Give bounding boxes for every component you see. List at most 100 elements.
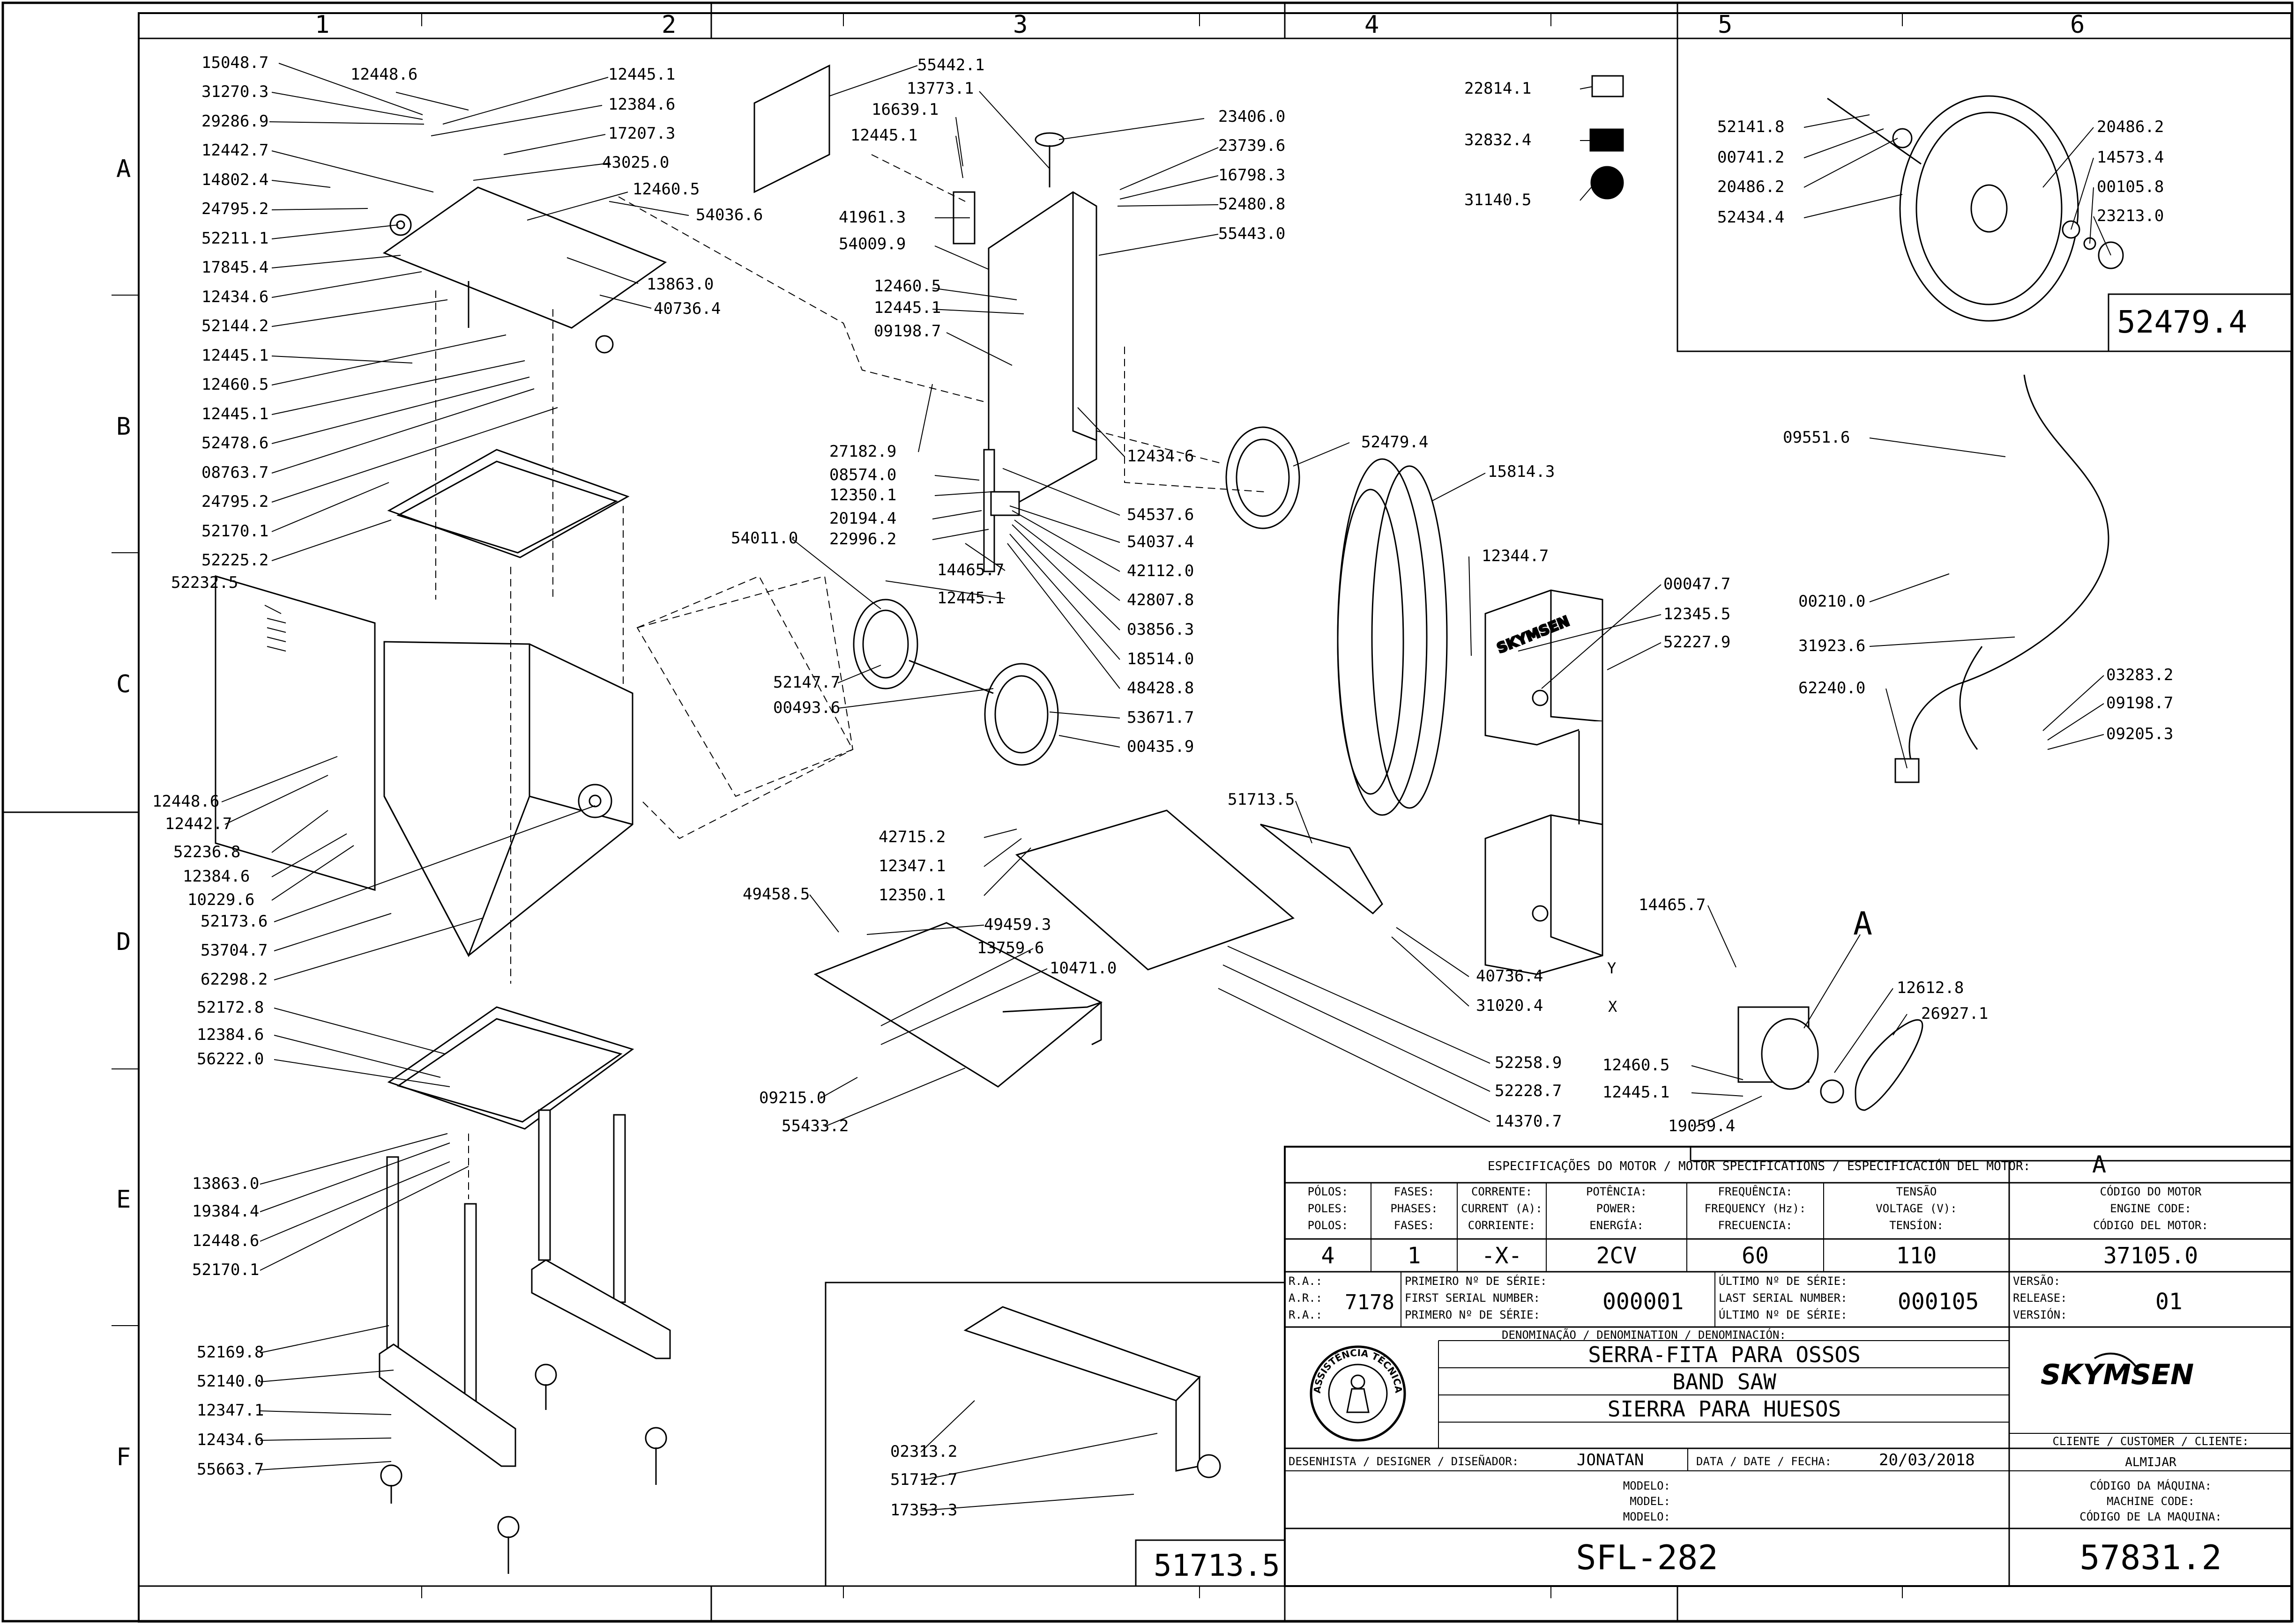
- spec-value-power: 2CV: [1596, 1243, 1637, 1269]
- machine-code-value: 57831.2: [2079, 1538, 2221, 1577]
- callout: 12345.5: [1663, 605, 1730, 623]
- callout: 12612.8: [1897, 979, 1964, 997]
- last-serial-value: 000105: [1898, 1289, 1979, 1315]
- spec-label: PHASES:: [1390, 1202, 1438, 1215]
- callout: 12347.1: [197, 1401, 264, 1420]
- grid-row-d: D: [116, 928, 131, 956]
- callout: 12448.6: [152, 792, 219, 811]
- leader-lines: [221, 63, 2111, 1511]
- detail-table-extension-part: [963, 1306, 1221, 1478]
- detail-box-52479-label: 52479.4: [2117, 304, 2247, 340]
- brand-logo-text: SKYMSEN: [2041, 1358, 2194, 1391]
- callout: 14465.7: [1639, 896, 1706, 914]
- callout: 52227.9: [1663, 633, 1730, 652]
- first-serial-value: 000001: [1602, 1289, 1684, 1315]
- title-block: [1284, 1146, 2292, 1587]
- callout: 52170.1: [201, 522, 268, 541]
- spec-value-voltage: 110: [1896, 1243, 1937, 1269]
- callout: 32832.4: [1464, 131, 1531, 149]
- machine-name-es: SIERRA PARA HUESOS: [1608, 1396, 1841, 1422]
- model-labels: MODELO: MODEL: MODELO:: [1623, 1479, 1670, 1523]
- spec-value-poles: 4: [1321, 1243, 1335, 1269]
- designer-value: JONATAN: [1577, 1451, 1644, 1469]
- callout: 31140.5: [1464, 191, 1531, 209]
- callout: 12448.6: [350, 65, 417, 84]
- callout: 52479.4: [1361, 433, 1428, 452]
- callout: 14465.7: [937, 561, 1004, 579]
- callout: 12350.1: [829, 486, 896, 504]
- denomination-header: DENOMINAÇÃO / DENOMINATION / DENOMINACIÓ…: [1502, 1327, 1786, 1342]
- callout: 12347.1: [879, 857, 946, 875]
- callout: 31020.4: [1476, 996, 1543, 1015]
- callout: 56222.0: [197, 1050, 264, 1068]
- callout-labels: 15048.7 12448.6 12445.1 31270.3 12384.6 …: [152, 53, 2173, 1520]
- callout: 51712.7: [890, 1470, 957, 1489]
- grid-row-c: C: [116, 670, 131, 698]
- callout: 12445.1: [850, 126, 917, 145]
- callout: 52232.5: [171, 573, 238, 592]
- callout: 52147.7: [773, 673, 840, 692]
- callout: 12384.6: [183, 867, 250, 886]
- callout: 12445.1: [937, 589, 1004, 608]
- callout: 55443.0: [1218, 224, 1285, 243]
- callout: 13759.6: [977, 939, 1044, 957]
- callout: 00047.7: [1663, 575, 1730, 593]
- spec-label: TENSÍON:: [1889, 1218, 1944, 1232]
- callout: 52225.2: [201, 551, 268, 570]
- date-value: 20/03/2018: [1879, 1451, 1975, 1469]
- spec-label: FRECUENCIA:: [1718, 1219, 1793, 1232]
- callout: 12460.5: [201, 375, 268, 394]
- callout: 54036.6: [696, 206, 763, 224]
- spec-label: POTÊNCIA:: [1586, 1185, 1647, 1198]
- detail-a-marker: A: [1853, 905, 1872, 942]
- callout: 23739.6: [1218, 136, 1285, 155]
- callout: 08763.7: [201, 463, 268, 482]
- spec-value-current: -X-: [1482, 1243, 1522, 1269]
- callout: 52258.9: [1495, 1053, 1562, 1072]
- callout: 12344.7: [1482, 547, 1549, 565]
- detail-box-table-extension: 51713.5: [825, 1282, 1286, 1587]
- version-label: VERSÃO:: [2013, 1274, 2060, 1288]
- callout: 16798.3: [1218, 166, 1285, 185]
- callout: 09215.0: [759, 1089, 826, 1107]
- callout: 13773.1: [907, 79, 974, 98]
- model-label: MODELO:: [1623, 1479, 1670, 1492]
- callout: 12442.7: [165, 815, 232, 833]
- spec-label: VOLTAGE (V):: [1876, 1202, 1957, 1215]
- callout: 40736.4: [654, 299, 721, 318]
- callout: 12445.1: [874, 298, 941, 317]
- column-3-upper-frame: [636, 64, 1383, 1088]
- callout: 14370.7: [1495, 1112, 1562, 1131]
- spec-label: PÓLOS:: [1308, 1184, 1349, 1198]
- spec-label: FREQUÊNCIA:: [1718, 1185, 1793, 1198]
- column-1-2-stand-assembly: [215, 186, 1223, 1574]
- last-serial-label: ÚLTIMO Nº DE SÉRIE:: [1719, 1307, 1848, 1321]
- grid-col-2: 2: [662, 11, 676, 39]
- callout: 52478.6: [201, 434, 268, 452]
- callout: 53704.7: [201, 941, 268, 960]
- callout: 51713.5: [1228, 790, 1295, 809]
- callout: 13863.0: [192, 1174, 259, 1193]
- callout: 54009.9: [839, 235, 906, 253]
- callout: 12448.6: [192, 1231, 259, 1250]
- callout: 52480.8: [1218, 195, 1285, 214]
- callout: 12445.1: [201, 405, 268, 423]
- version-label: VERSIÓN:: [2013, 1307, 2067, 1321]
- ra-value: 7178: [1345, 1290, 1394, 1314]
- callout: 19059.4: [1668, 1117, 1735, 1135]
- first-serial-label: PRIMERO Nº DE SÉRIE:: [1405, 1308, 1540, 1321]
- callout: 31270.3: [201, 82, 268, 101]
- spec-label: ENERGÍA:: [1589, 1218, 1644, 1232]
- callout: 17207.3: [608, 124, 675, 143]
- callout: 13863.0: [647, 275, 714, 294]
- callout: 42807.8: [1127, 591, 1194, 609]
- ra-label: R.A.:: [1289, 1275, 1322, 1288]
- callout: 09551.6: [1783, 428, 1850, 447]
- spec-label: CÓDIGO DO MOTOR: [2100, 1184, 2202, 1198]
- callout: 20486.2: [2097, 118, 2164, 136]
- callout: 09205.3: [2106, 725, 2173, 743]
- ra-label: A.R.:: [1289, 1291, 1322, 1305]
- spec-value-motor-code: 37105.0: [2103, 1243, 2198, 1269]
- callout: 16639.1: [872, 100, 939, 119]
